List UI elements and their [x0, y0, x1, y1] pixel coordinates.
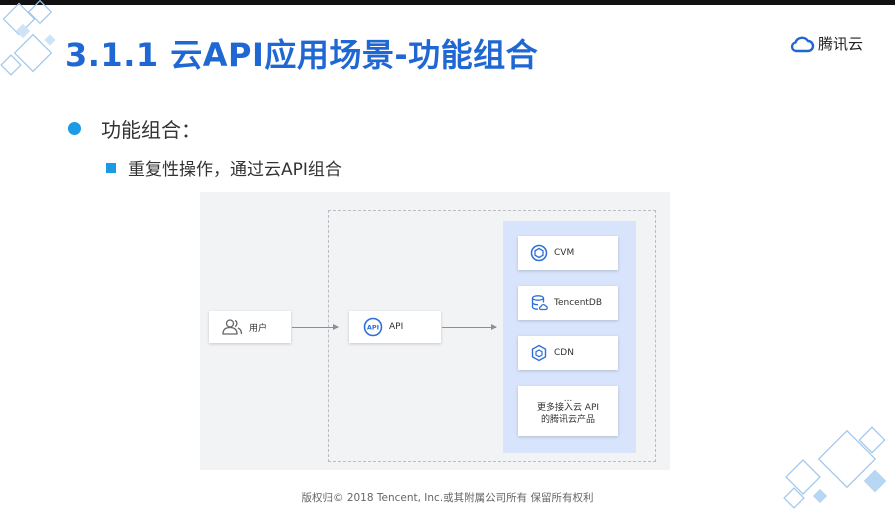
svg-text:API: API [367, 324, 379, 332]
decorative-diamonds-top-left [0, 0, 56, 76]
bullet-level2: 重复性操作，通过云API组合 [106, 155, 342, 180]
bullet-dot [68, 122, 81, 135]
more-line1: 更多接入云 API [536, 403, 600, 413]
service-label-cvm: CVM [554, 248, 575, 258]
cvm-icon [530, 244, 548, 262]
cdn-icon [531, 344, 547, 362]
service-label-tencentdb: TencentDB [554, 298, 603, 308]
tencent-cloud-logo: 腾讯云 [789, 33, 863, 54]
arrow-user-to-api [292, 324, 339, 330]
user-box: 用户 [209, 311, 291, 343]
slide-title: 3.1.1 云API应用场景-功能组合 [65, 36, 539, 74]
architecture-diagram: 用户 API API CVM TencentDB CDN ... [200, 192, 670, 470]
service-box-tencentdb: TencentDB [518, 286, 618, 320]
api-badge-icon: API [363, 317, 383, 337]
service-label-cdn: CDN [554, 348, 574, 358]
user-label: 用户 [249, 323, 268, 334]
decorative-diamonds-bottom-right [783, 426, 887, 509]
copyright-footer: 版权归© 2018 Tencent, Inc.或其附属公司所有 保留所有权利 [301, 492, 594, 504]
bullet-level2-text: 重复性操作，通过云API组合 [128, 160, 342, 180]
service-box-cvm: CVM [518, 236, 618, 270]
top-bar [0, 0, 895, 5]
api-region-dashed-frame [328, 210, 656, 462]
cloud-icon [790, 36, 815, 52]
more-services-box: ... 更多接入云 API 的腾讯云产品 [518, 386, 618, 436]
api-label: API [389, 322, 404, 332]
service-box-cdn: CDN [518, 336, 618, 370]
more-dots: ... [563, 394, 573, 404]
bullet-square [106, 162, 116, 173]
user-group-icon [222, 319, 243, 335]
bullet-level1-text: 功能组合： [101, 118, 201, 142]
more-line2: 的腾讯云产品 [540, 415, 595, 425]
logo-text: 腾讯云 [818, 35, 864, 53]
bullet-level1: 功能组合： [68, 114, 201, 143]
database-icon [531, 295, 548, 311]
arrow-api-to-services [442, 324, 497, 330]
api-box: API API [349, 311, 441, 343]
